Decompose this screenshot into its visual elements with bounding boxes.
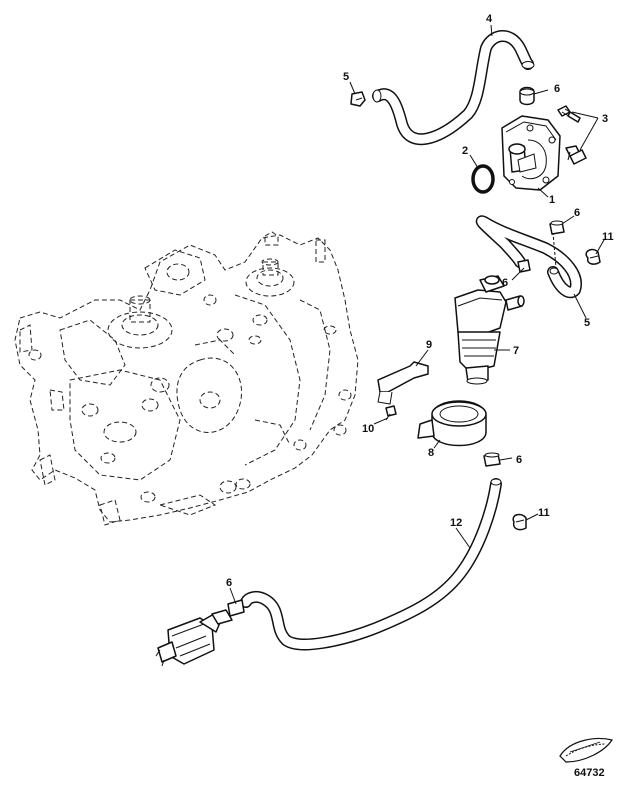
callout-8: 8 — [428, 447, 434, 459]
hose-clamp-lower-left — [227, 599, 245, 617]
callout-2: 2 — [462, 145, 468, 157]
fuel-filter — [454, 275, 525, 385]
hose-clamp-mid-upper — [549, 220, 565, 235]
callout-6-upper-right: 6 — [554, 83, 560, 95]
fuel-hose-lower — [240, 478, 502, 651]
retaining-clip-upper — [585, 248, 601, 265]
pump-screw-upper — [557, 105, 581, 123]
callout-6-mid-upper: 6 — [574, 207, 580, 219]
filter-bracket — [377, 361, 429, 405]
retaining-clip-lower — [512, 513, 527, 531]
callout-1: 1 — [549, 194, 555, 206]
filter-mounting-ring — [417, 400, 487, 447]
callout-6-mid-lower: 6 — [502, 277, 508, 289]
engine-block-phantom — [14, 231, 359, 526]
callout-11-lower: 11 — [538, 507, 550, 519]
callout-5: 5 — [584, 317, 590, 329]
callout-4: 4 — [486, 13, 493, 25]
fuel-pump — [501, 115, 561, 191]
callout-12: 12 — [450, 517, 462, 529]
fuel-hose-short — [475, 215, 582, 299]
callout-7: 7 — [513, 345, 519, 357]
leader-lines — [229, 24, 605, 605]
callout-6-lower-right: 6 — [516, 454, 522, 466]
figure-number: 64732 — [574, 767, 605, 779]
callout-labels: 4 5 6 3 2 1 6 11 6 5 9 7 10 8 6 11 12 6 — [226, 13, 614, 589]
callout-10: 10 — [362, 423, 374, 435]
pump-screw-lower — [565, 145, 587, 165]
o-ring — [471, 164, 495, 194]
boat-logo-icon — [559, 737, 613, 763]
callout-9: 9 — [426, 339, 432, 351]
callout-3: 3 — [602, 113, 608, 125]
fuel-hose-upper — [372, 30, 535, 146]
callout-6-upper-left: 5 — [343, 71, 349, 83]
hose-clamp-mid-lower — [517, 259, 531, 273]
hose-clamp-lower-right — [483, 452, 501, 467]
fuel-connector — [155, 609, 233, 667]
hose-clamp-upper-left — [350, 91, 366, 107]
callout-11-upper: 11 — [602, 231, 614, 243]
hose-clamp-upper-right — [519, 86, 535, 106]
callout-6-lower-left: 6 — [226, 577, 232, 589]
